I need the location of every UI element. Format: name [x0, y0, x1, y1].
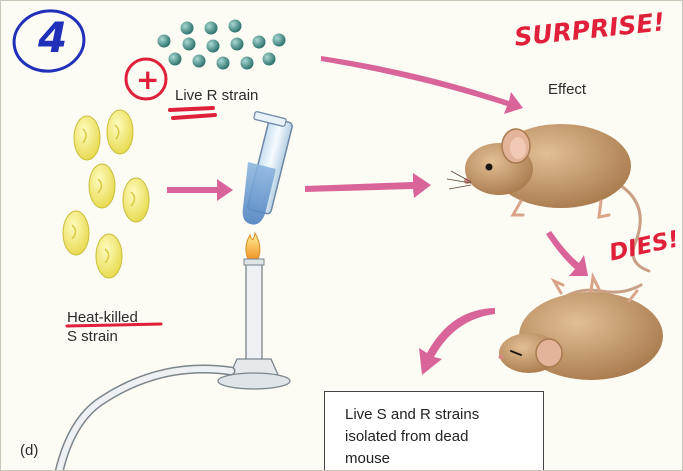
heat-killed-label: Heat-killed	[67, 309, 138, 327]
plus-sign: +	[136, 63, 159, 96]
bunsen-burner	[59, 233, 290, 471]
result-line-2: isolated from dead	[345, 426, 543, 448]
result-line-3: mouse	[345, 448, 543, 470]
result-line-1: Live S and R strains	[345, 404, 543, 426]
live-r-strain-bacteria	[158, 20, 286, 70]
panel-label: (d)	[20, 442, 38, 460]
effect-label: Effect	[548, 81, 586, 99]
s-strain-label: S strain	[67, 328, 118, 346]
test-tube	[243, 111, 293, 224]
step-number: 4	[38, 13, 67, 62]
live-r-strain-label: Live R strain	[175, 87, 258, 105]
dead-mouse	[499, 277, 664, 380]
result-caption-box: Live S and R strains isolated from dead …	[324, 391, 544, 471]
heat-killed-s-strain-bacteria	[63, 110, 149, 278]
